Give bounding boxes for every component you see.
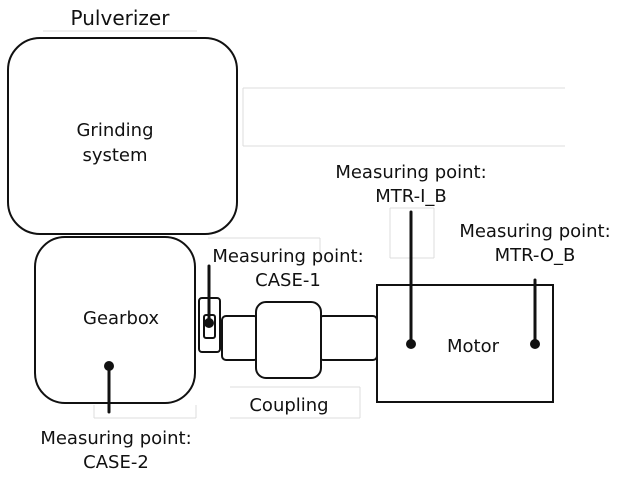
case-1-label-line1: Measuring point: (212, 246, 363, 267)
case-2-label-line1: Measuring point: (40, 428, 191, 449)
grinding-system-label-line1: Grinding (76, 120, 153, 141)
case-1-frame (208, 237, 321, 262)
coupling-label: Coupling (249, 395, 328, 416)
case-2-point (104, 361, 114, 371)
grinding-system-label-line2: system (82, 145, 147, 166)
case-1-label-line2: CASE-1 (255, 270, 321, 291)
mtr-o-b-label-line2: MTR-O_B (495, 245, 576, 266)
coupling (255, 301, 322, 379)
mtr-i-b-frame (389, 207, 435, 259)
mtr-o-b-point (530, 339, 540, 349)
mtr-i-b-point (406, 339, 416, 349)
coupling-frame (230, 386, 361, 419)
mtr-i-b-label-line2: MTR-I_B (375, 186, 446, 207)
mtr-i-b-label-line1: Measuring point: (335, 162, 486, 183)
shaft-left (221, 315, 259, 361)
gearbox-block (34, 236, 196, 404)
case-1-point (204, 318, 214, 328)
shaft-right (318, 315, 378, 361)
mtr-o-b-label-line1: Measuring point: (459, 221, 610, 242)
empty-label-frame (242, 87, 565, 147)
case-2-label-line2: CASE-2 (83, 452, 149, 473)
case-2-frame (93, 405, 197, 419)
pulverizer-title: Pulverizer (71, 6, 171, 30)
gearbox-label: Gearbox (83, 308, 159, 329)
grinding-system-block (7, 37, 238, 235)
motor-label: Motor (447, 336, 500, 357)
